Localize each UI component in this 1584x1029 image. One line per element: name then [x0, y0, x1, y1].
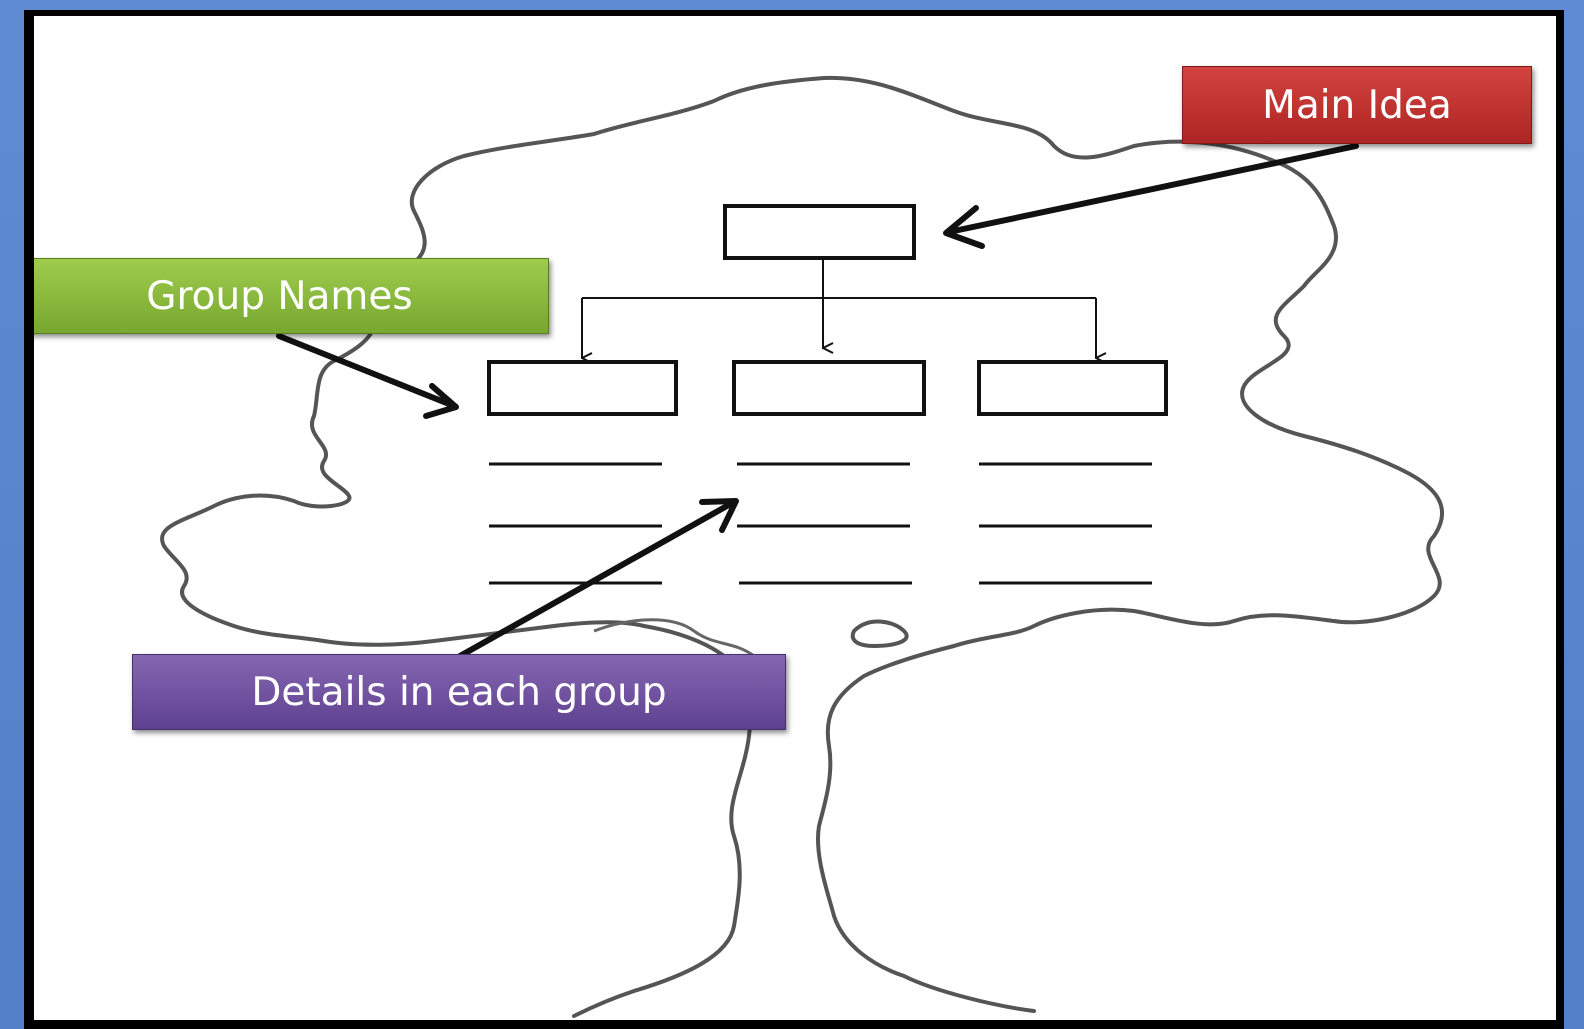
tree-knot	[850, 619, 909, 649]
details-arrow	[457, 498, 739, 659]
group-names-arrow	[276, 333, 459, 419]
group-box-2	[732, 360, 926, 416]
main-idea-label: Main Idea	[1182, 66, 1532, 144]
group-box-1	[487, 360, 678, 416]
slide-frame: Main Idea Group Names Details in each gr…	[24, 10, 1564, 1029]
main-idea-arrow	[943, 143, 1359, 249]
group-box-3	[977, 360, 1168, 416]
tree-canopy-outline-left	[160, 209, 753, 1018]
main-idea-box	[723, 204, 916, 260]
details-label: Details in each group	[132, 654, 786, 730]
tree-branch-line	[593, 618, 755, 658]
group-names-label: Group Names	[34, 258, 549, 334]
diagram-panel: Main Idea Group Names Details in each gr…	[34, 16, 1556, 1020]
tree-canopy-outline	[410, 75, 1445, 1013]
tree-diagram	[160, 75, 1445, 1018]
